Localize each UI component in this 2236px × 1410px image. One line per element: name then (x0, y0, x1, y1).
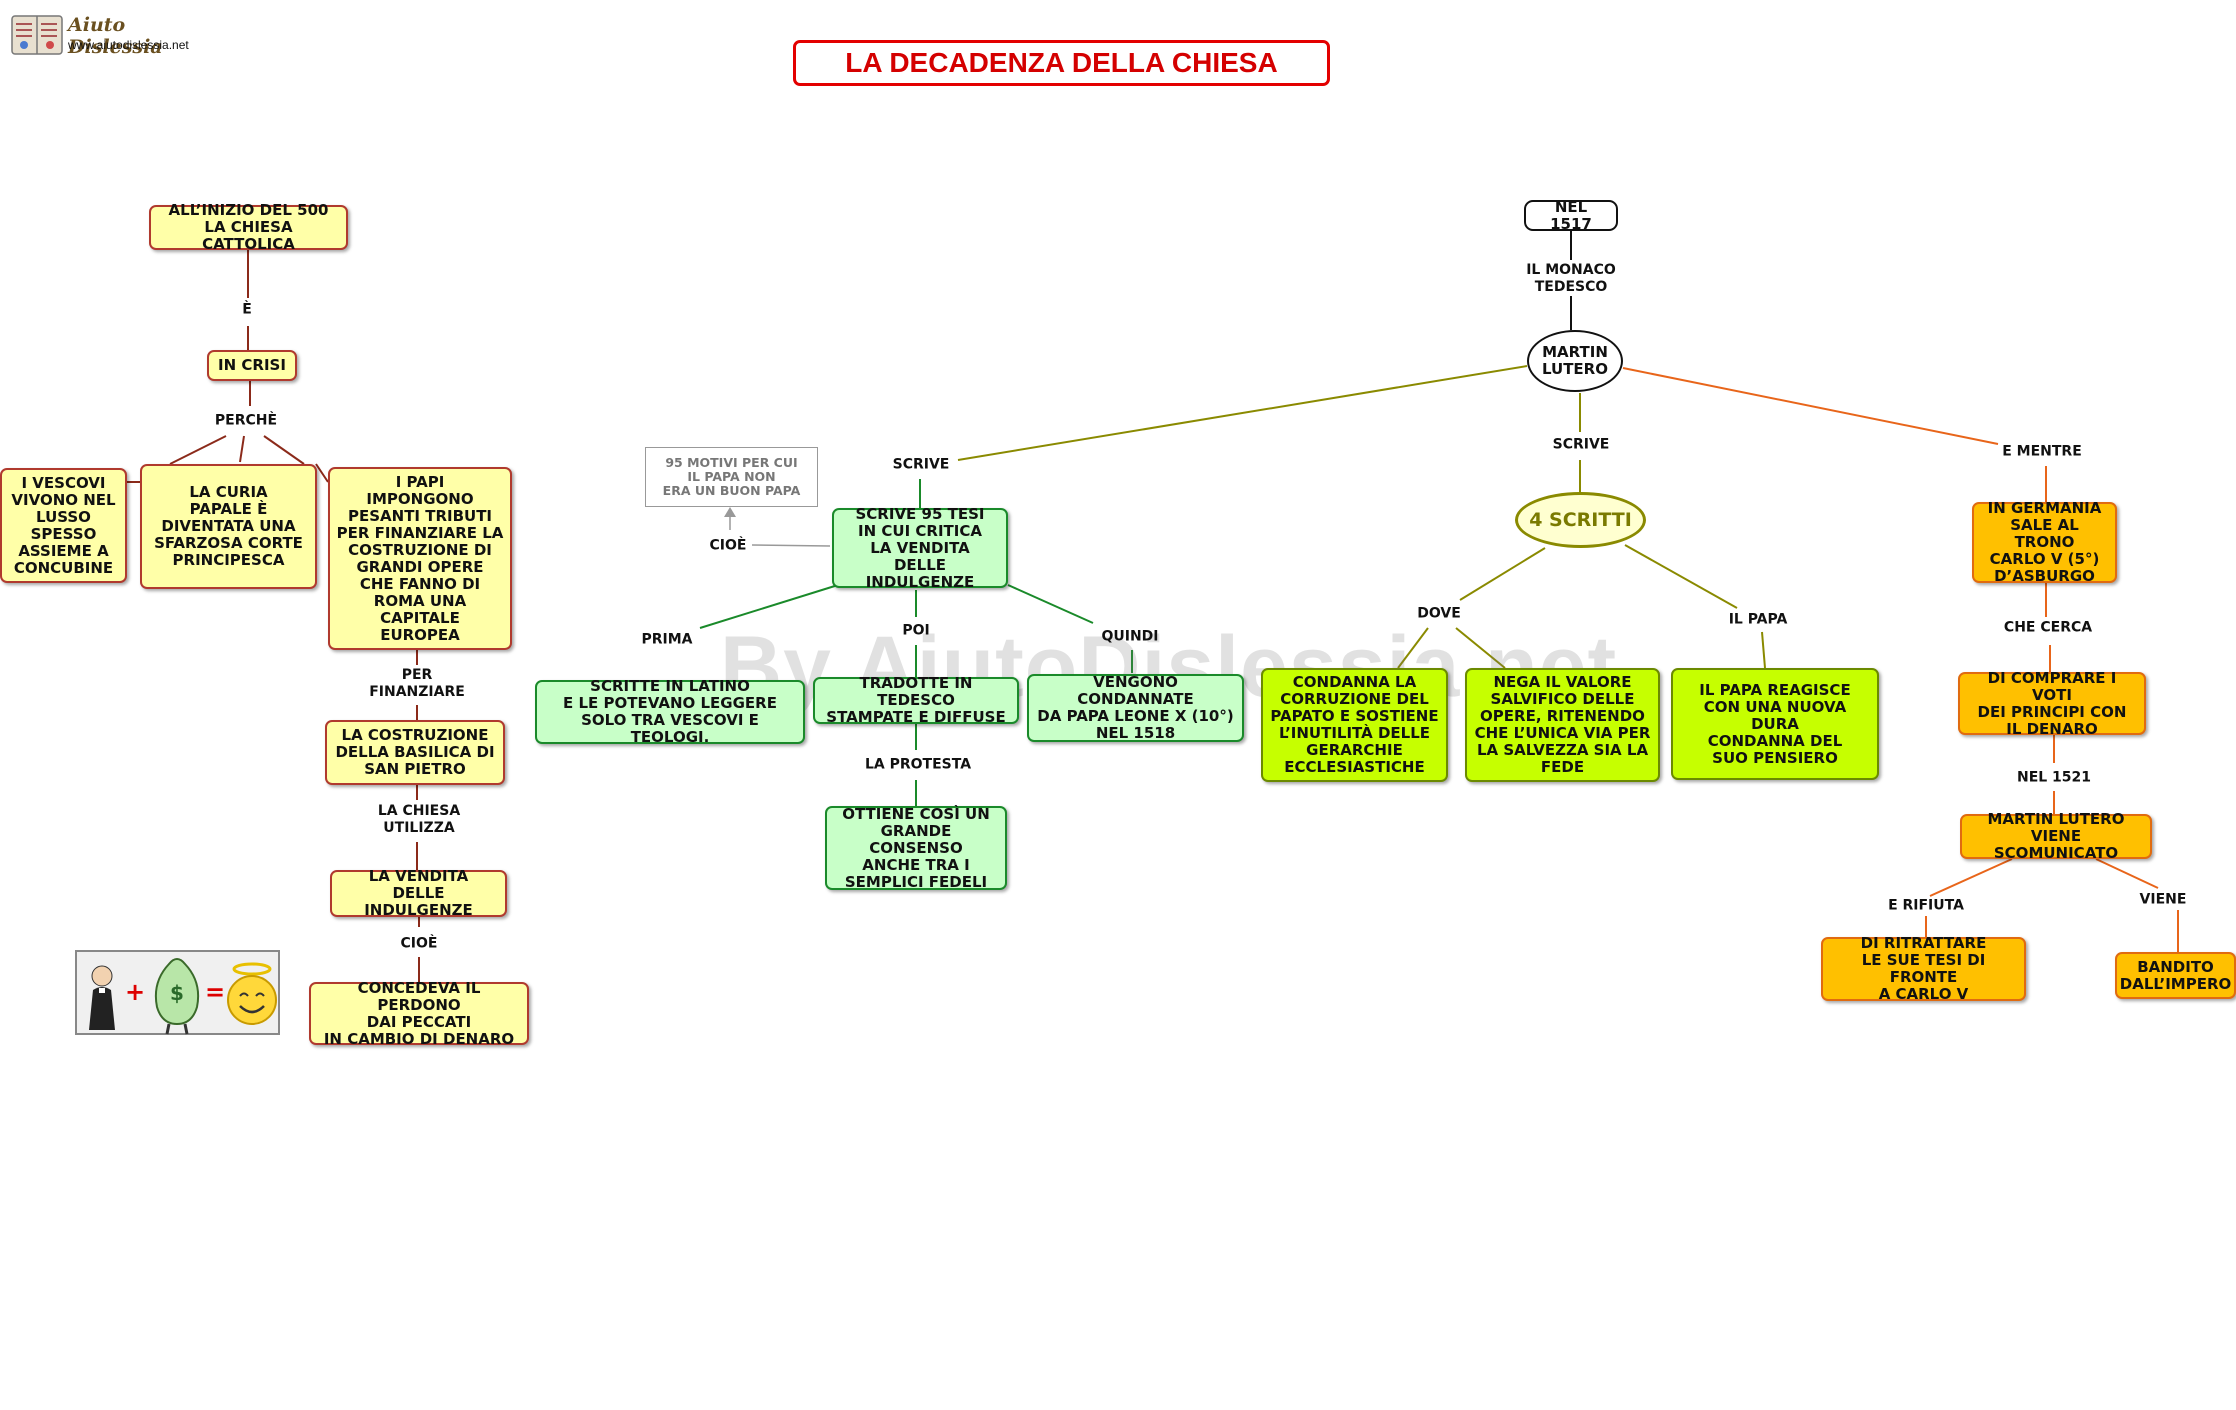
node-95-tesi[interactable]: SCRIVE 95 TESI IN CUI CRITICA LA VENDITA… (832, 505, 1008, 590)
node-vescovi[interactable]: I VESCOVI VIVONO NEL LUSSO SPESSO ASSIEM… (0, 468, 127, 583)
logo[interactable]: Aiuto Dislessia www.aiutodislessia.net (10, 12, 220, 60)
link-quindi: QUINDI (1101, 628, 1159, 645)
link-scrive-left: SCRIVE (892, 456, 950, 473)
node-ritrattare[interactable]: DI RITRATTARE LE SUE TESI DI FRONTE A CA… (1821, 935, 2026, 1003)
link-cioe-tesi: CIOÈ (709, 537, 747, 554)
node-tradotte-tedesco[interactable]: TRADOTTE IN TEDESCO STAMPATE E DIFFUSE (813, 675, 1019, 726)
node-scritte-latino[interactable]: SCRITTE IN LATINO E LE POTEVANO LEGGERE … (535, 678, 805, 746)
link-la-protesta: LA PROTESTA (864, 756, 972, 773)
node-basilica[interactable]: LA COSTRUZIONE DELLA BASILICA DI SAN PIE… (325, 720, 505, 785)
link-nel-1521: NEL 1521 (2016, 769, 2092, 786)
link-cioe-left: CIOÈ (400, 935, 438, 952)
equation-plus: + (125, 978, 146, 1006)
node-curia[interactable]: LA CURIA PAPALE È DIVENTATA UNA SFARZOSA… (140, 464, 317, 589)
link-e-mentre: E MENTRE (2002, 443, 2082, 460)
node-perdono[interactable]: CONCEDEVA IL PERDONO DAI PECCATI IN CAMB… (309, 979, 529, 1047)
book-logo-icon (11, 15, 63, 55)
link-e: È (242, 301, 252, 318)
indulgence-equation: + $ = (75, 950, 280, 1035)
node-in-crisi[interactable]: IN CRISI (207, 350, 297, 381)
link-che-cerca: CHE CERCA (2003, 619, 2093, 636)
link-il-papa: IL PAPA (1728, 611, 1788, 628)
page-title: LA DECADENZA DELLA CHIESA (793, 40, 1330, 86)
logo-url: www.aiutodislessia.net (68, 38, 189, 52)
money-bag-icon: $ (154, 958, 200, 1035)
node-inizio-500[interactable]: ALL’INIZIO DEL 500 LA CHIESA CATTOLICA (149, 202, 348, 253)
node-4-scritti[interactable]: 4 SCRITTI (1515, 492, 1646, 548)
priest-icon (89, 965, 115, 1030)
node-nel-1517[interactable]: NEL 1517 (1524, 198, 1618, 232)
link-perche: PERCHÈ (214, 412, 278, 429)
note-95-motivi: 95 MOTIVI PER CUI IL PAPA NON ERA UN BUO… (645, 447, 818, 507)
node-papi[interactable]: I PAPI IMPONGONO PESANTI TRIBUTI PER FIN… (328, 467, 512, 650)
node-papa-reagisce[interactable]: IL PAPA REAGISCE CON UNA NUOVA DURA COND… (1671, 668, 1879, 780)
link-e-rifiuta: E RIFIUTA (1888, 897, 1964, 914)
node-comprare-voti[interactable]: DI COMPRARE I VOTI DEI PRINCIPI CON IL D… (1958, 669, 2146, 737)
node-consenso[interactable]: OTTIENE COSÌ UN GRANDE CONSENSO ANCHE TR… (825, 805, 1007, 890)
node-valore-salvifico[interactable]: NEGA IL VALORE SALVIFICO DELLE OPERE, RI… (1465, 668, 1660, 782)
link-poi: POI (902, 622, 930, 639)
node-martin-lutero[interactable]: MARTIN LUTERO (1527, 330, 1623, 392)
link-la-chiesa-utilizza: LA CHIESA UTILIZZA (377, 803, 461, 836)
node-condannate-leone[interactable]: VENGONO CONDANNATE DA PAPA LEONE X (10°)… (1027, 674, 1244, 742)
link-viene: VIENE (2139, 891, 2187, 908)
equation-equals: = (205, 978, 226, 1006)
link-scrive-mid: SCRIVE (1552, 436, 1610, 453)
link-prima: PRIMA (641, 631, 693, 648)
node-corruzione-papato[interactable]: CONDANNA LA CORRUZIONE DEL PAPATO E SOST… (1261, 668, 1448, 782)
link-dove: DOVE (1417, 605, 1461, 622)
logo-name: Aiuto Dislessia (68, 14, 163, 58)
node-bandito[interactable]: BANDITO DALL’IMPERO (2115, 952, 2236, 999)
node-scomunicato[interactable]: MARTIN LUTERO VIENE SCOMUNICATO (1960, 811, 2152, 862)
node-vendita-indulgenze[interactable]: LA VENDITA DELLE INDULGENZE (330, 868, 507, 919)
svg-text:$: $ (170, 981, 184, 1005)
halo-smiley-icon (227, 962, 277, 1025)
node-carlo-v[interactable]: IN GERMANIA SALE AL TRONO CARLO V (5°) D… (1972, 500, 2117, 585)
link-per-finanziare: PER FINANZIARE (369, 667, 465, 700)
link-il-monaco-tedesco: IL MONACO TEDESCO (1526, 262, 1616, 295)
